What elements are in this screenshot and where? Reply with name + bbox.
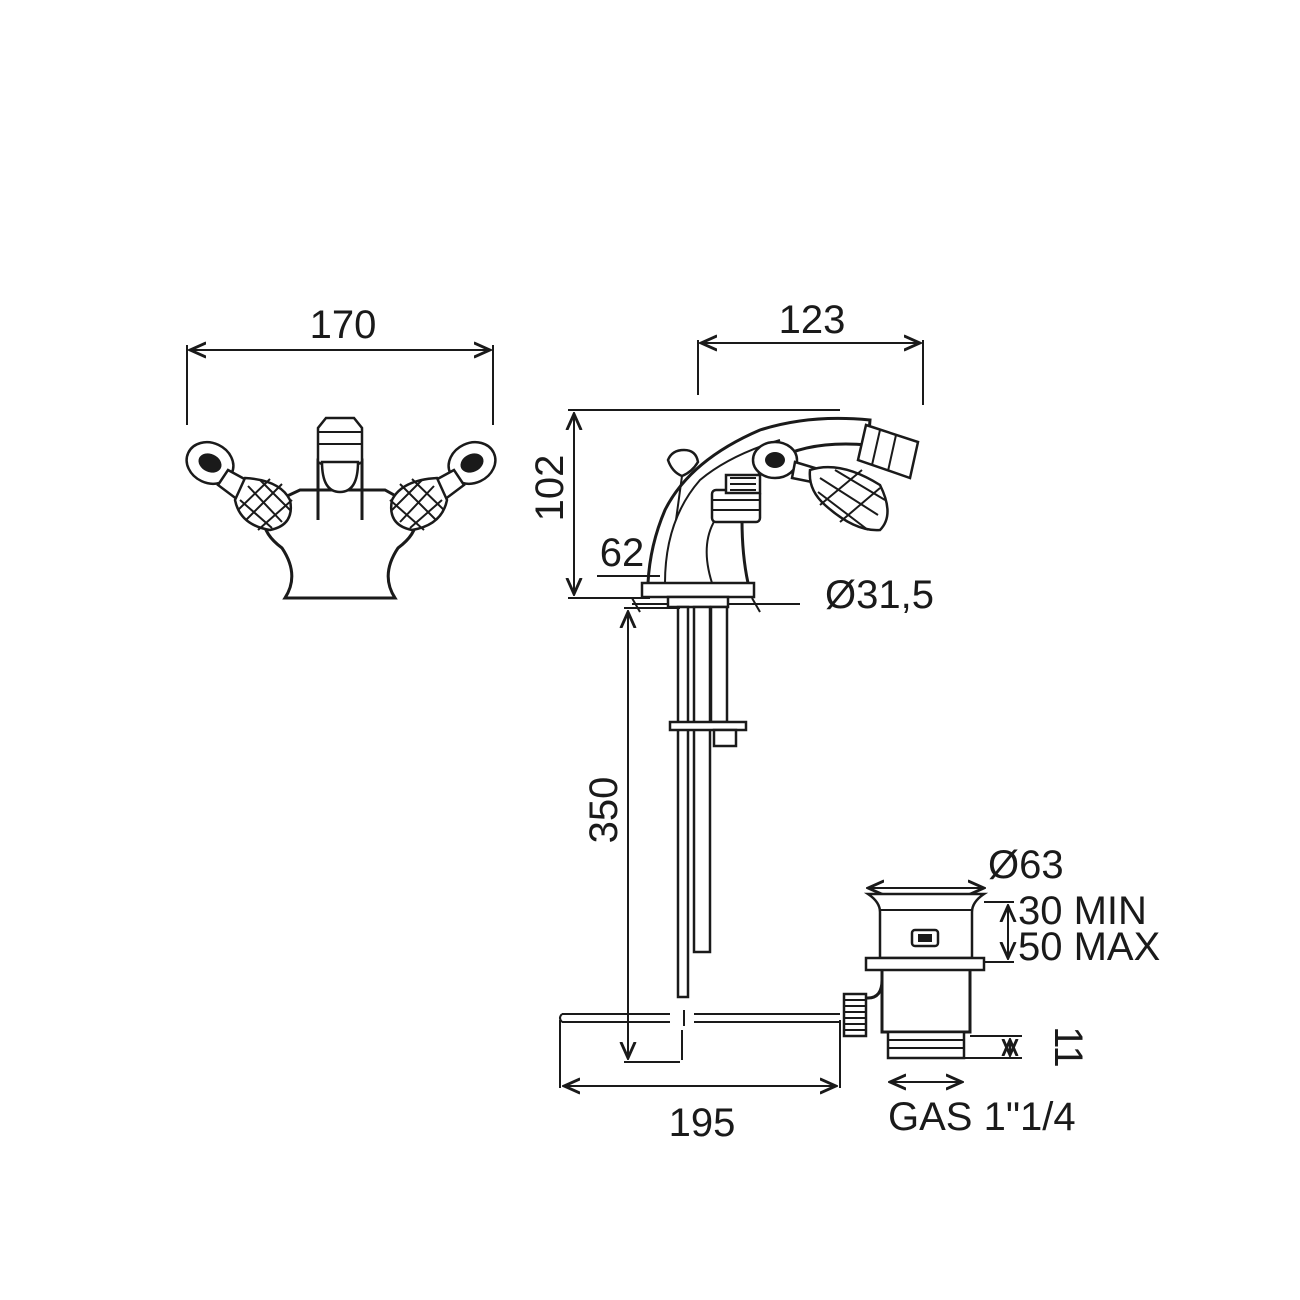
waste-flange bbox=[863, 892, 989, 960]
front-spout-cap bbox=[316, 416, 364, 494]
dim-front-width-label: 170 bbox=[310, 303, 377, 347]
dim-flex-length-label: 350 bbox=[582, 777, 626, 844]
front-body bbox=[262, 488, 418, 600]
dim-height: 102 bbox=[528, 409, 840, 599]
dim-flex-length: 350 bbox=[582, 607, 680, 1063]
dim-spout-reach: 123 bbox=[697, 298, 924, 405]
waste-thread bbox=[886, 1030, 966, 1060]
side-lever bbox=[666, 448, 700, 521]
dim-waste-diameter-label: Ø63 bbox=[988, 843, 1064, 887]
dim-waste-max-label: 50 MAX bbox=[1018, 925, 1160, 969]
front-left-handle bbox=[185, 440, 293, 532]
pop-up-rod bbox=[559, 1010, 840, 1060]
side-valve bbox=[710, 440, 799, 524]
dim-waste-range: 30 MIN 50 MAX bbox=[984, 889, 1160, 969]
side-body-seam bbox=[705, 519, 716, 584]
side-handle bbox=[790, 460, 889, 532]
dim-thread-height: 11 bbox=[964, 1026, 1090, 1068]
dim-thread-size-label: GAS 1"1/4 bbox=[888, 1095, 1076, 1139]
waste-side-outlet bbox=[842, 979, 884, 1038]
dim-waste-diameter: Ø63 bbox=[868, 843, 1064, 888]
side-body-inner bbox=[664, 439, 781, 584]
side-nozzle bbox=[856, 423, 920, 480]
dim-spout-reach-label: 123 bbox=[779, 298, 846, 342]
side-base-plate bbox=[640, 581, 756, 609]
front-view: 170 bbox=[185, 303, 497, 600]
side-view: 123 102 62 Ø31,5 bbox=[528, 298, 934, 1145]
dim-rod-length-label: 195 bbox=[669, 1101, 736, 1145]
dim-base-label: 62 bbox=[600, 531, 645, 575]
waste-nut bbox=[864, 956, 986, 972]
waste-view: Ø63 30 MIN 50 MAX 1 bbox=[842, 843, 1160, 1139]
front-right-handle bbox=[389, 440, 497, 532]
side-flex-hose bbox=[668, 605, 748, 999]
dim-front-width: 170 bbox=[186, 303, 494, 425]
dim-thread-size: GAS 1"1/4 bbox=[888, 1082, 1076, 1139]
dim-mount-diameter-label: Ø31,5 bbox=[825, 573, 934, 617]
waste-body bbox=[880, 970, 972, 1034]
dim-height-label: 102 bbox=[528, 455, 572, 522]
dim-thread-height-label: 11 bbox=[1046, 1026, 1090, 1068]
dim-mount-diameter: Ø31,5 bbox=[631, 573, 934, 617]
dim-waste-min-label: 30 MIN bbox=[1018, 889, 1147, 933]
dim-rod-length: 195 bbox=[559, 1020, 841, 1145]
